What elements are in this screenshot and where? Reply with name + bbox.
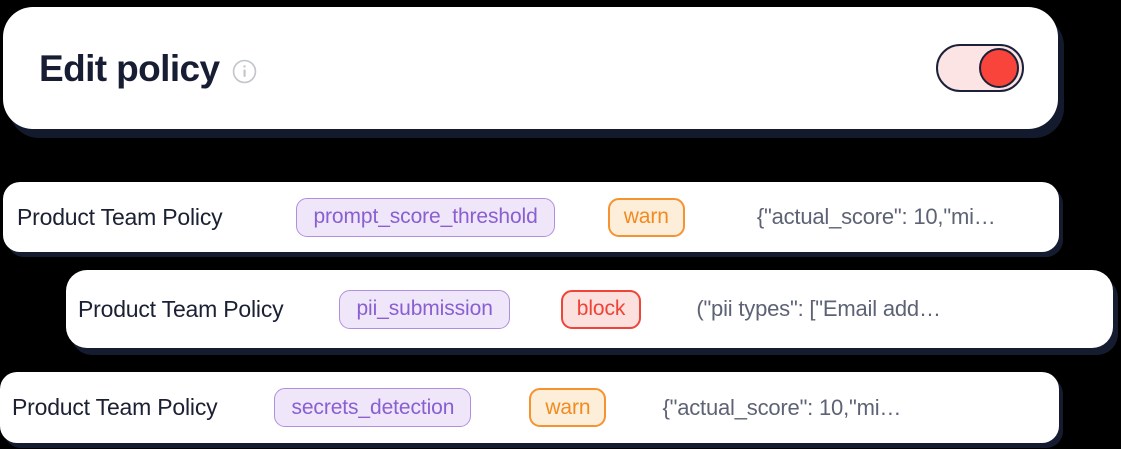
toggle-knob bbox=[979, 48, 1019, 88]
policy-name: Product Team Policy bbox=[12, 394, 218, 420]
table-row[interactable]: Product Team Policy prompt_score_thresho… bbox=[3, 182, 1059, 252]
edit-policy-header-card: Edit policy bbox=[3, 7, 1058, 129]
rule-tag[interactable]: pii_submission bbox=[339, 289, 510, 329]
detail-text: {"actual_score": 10,"mi… bbox=[662, 394, 902, 420]
header-title-group: Edit policy bbox=[39, 50, 936, 87]
status-badge[interactable]: warn bbox=[529, 388, 607, 427]
detail-text: {"actual_score": 10,"mi… bbox=[756, 204, 996, 229]
detail-text: ("pii types": ["Email add… bbox=[696, 296, 941, 321]
policy-enabled-toggle[interactable] bbox=[936, 44, 1024, 92]
rule-tag[interactable]: secrets_detection bbox=[274, 388, 472, 427]
status-badge[interactable]: warn bbox=[607, 197, 685, 237]
rule-tag[interactable]: prompt_score_threshold bbox=[296, 197, 555, 237]
page-title: Edit policy bbox=[39, 47, 220, 89]
table-row[interactable]: Product Team Policy pii_submission block… bbox=[66, 270, 1113, 348]
policy-name: Product Team Policy bbox=[17, 203, 223, 230]
policy-name: Product Team Policy bbox=[78, 295, 284, 322]
table-row[interactable]: Product Team Policy secrets_detection wa… bbox=[0, 372, 1059, 443]
info-circle-icon[interactable] bbox=[232, 59, 257, 84]
status-badge[interactable]: block bbox=[560, 289, 642, 329]
